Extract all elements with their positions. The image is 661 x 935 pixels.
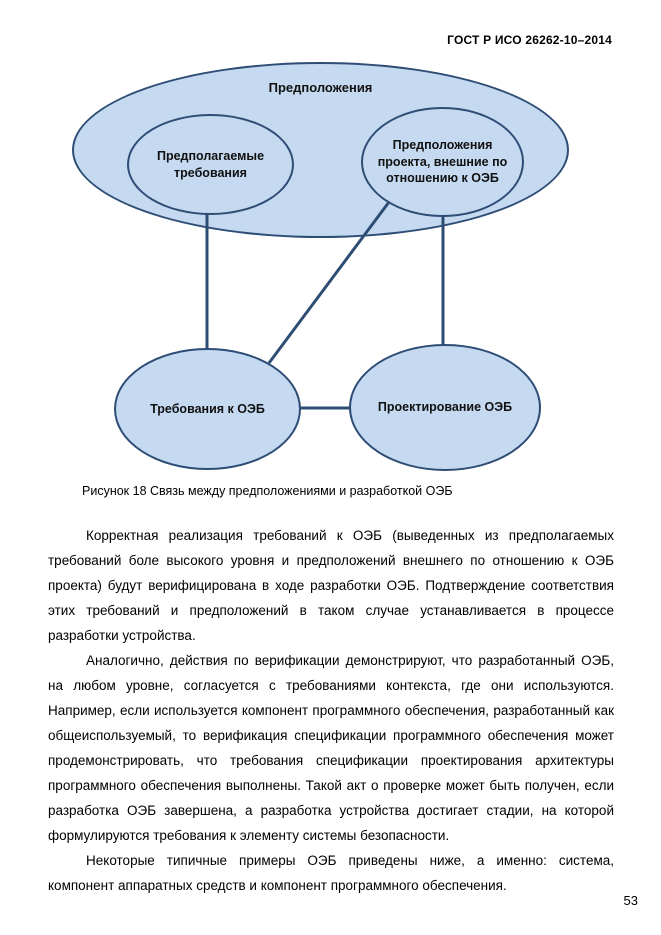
external-project-assumptions-label: Предположения проекта, внешние по отноше…	[377, 137, 508, 186]
assumed-requirements-label: Предполагаемые требования	[156, 148, 265, 180]
body-paragraph-3: Некоторые типичные примеры ОЭБ приведены…	[48, 853, 614, 893]
oeb-design-ellipse: Проектирование ОЭБ	[349, 344, 541, 471]
figure-caption: Рисунок 18 Связь между предположениями и…	[82, 484, 453, 498]
external-project-assumptions-ellipse: Предположения проекта, внешние по отноше…	[361, 107, 524, 217]
oeb-requirements-ellipse: Требования к ОЭБ	[114, 348, 301, 470]
assumptions-ellipse-label: Предположения	[268, 80, 373, 95]
body-paragraph-1: Корректная реализация требований к ОЭБ (…	[48, 528, 614, 643]
document-header-title: ГОСТ Р ИСО 26262-10–2014	[447, 33, 612, 47]
assumed-requirements-ellipse: Предполагаемые требования	[127, 114, 294, 215]
body-text: Корректная реализация требований к ОЭБ (…	[48, 523, 614, 898]
oeb-requirements-label: Требования к ОЭБ	[150, 401, 265, 416]
page-number: 53	[623, 893, 638, 908]
body-paragraph-2: Аналогично, действия по верификации демо…	[48, 653, 614, 843]
figure-diagram: Предположения Предполагаемые требования …	[72, 62, 569, 471]
oeb-design-label: Проектирование ОЭБ	[377, 400, 513, 415]
